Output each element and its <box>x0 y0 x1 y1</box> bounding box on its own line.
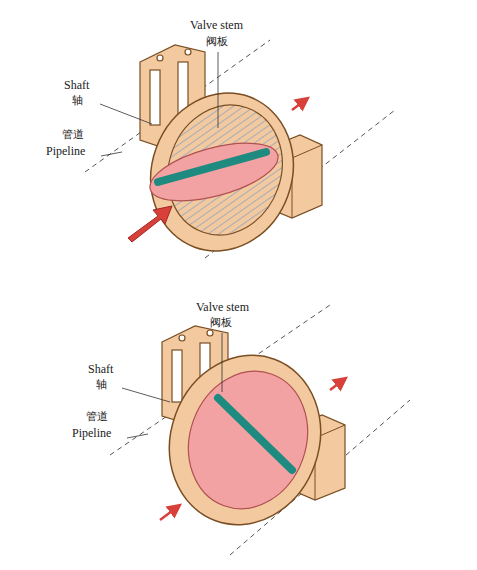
part-label: Shaft <box>88 362 113 376</box>
part-label: Valve stem <box>196 300 249 314</box>
part-label: 阀板 <box>210 316 232 330</box>
part-label: 管道 <box>86 410 108 424</box>
part-label: Valve stem <box>190 18 243 32</box>
part-label: 阀板 <box>206 35 228 49</box>
part-label: Pipeline <box>46 144 85 158</box>
part-label: 轴 <box>96 378 107 392</box>
part-label: 轴 <box>72 94 83 108</box>
part-label: Shaft <box>64 78 89 92</box>
part-label: 管道 <box>62 128 84 142</box>
part-label: Pipeline <box>72 426 111 440</box>
